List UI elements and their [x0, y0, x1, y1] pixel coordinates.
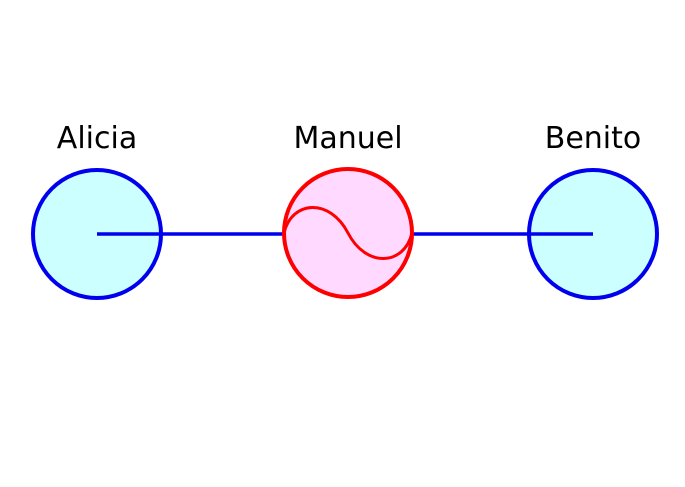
node-alicia: Alicia: [31, 121, 163, 300]
node-manuel-label: Manuel: [293, 121, 402, 156]
node-manuel: Manuel: [282, 121, 414, 299]
sine-wave-icon: [282, 206, 414, 260]
node-manuel-outline: [282, 167, 414, 299]
node-benito: Benito: [527, 121, 659, 300]
node-alicia-label: Alicia: [57, 121, 137, 156]
node-benito-label: Benito: [545, 121, 642, 156]
